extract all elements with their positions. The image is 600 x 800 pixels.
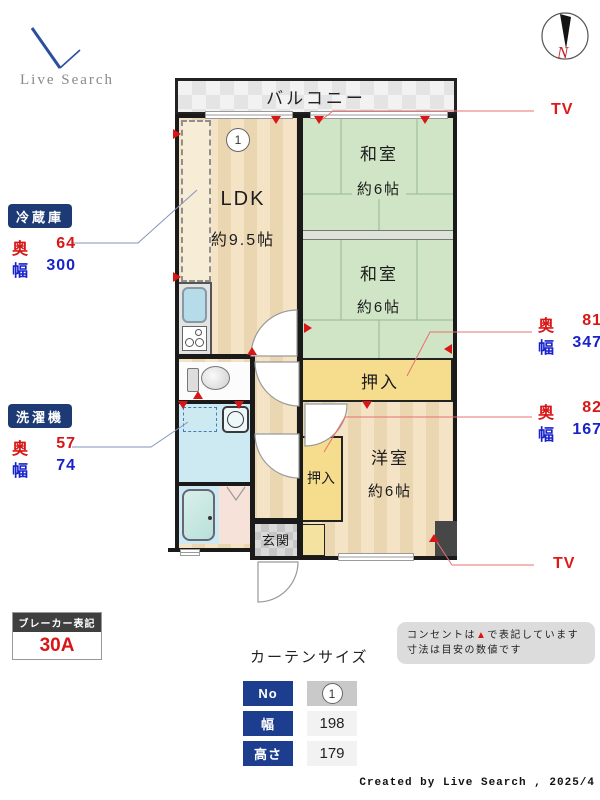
washer-space	[183, 407, 217, 432]
wall-ldk-bottom	[175, 354, 255, 359]
curtain-marker-1: 1	[226, 128, 250, 152]
outlet-icon	[304, 323, 312, 333]
room-size-western: 約6帖	[367, 483, 413, 500]
balcony: バルコニー	[175, 78, 457, 115]
outlet-legend-icon: ▲	[476, 630, 488, 641]
stove-icon	[182, 326, 207, 351]
window-western-room	[338, 553, 414, 561]
compass-north-icon: N	[541, 12, 589, 62]
outlet-icon	[420, 116, 430, 124]
bathroom	[179, 486, 219, 544]
outlet-icon	[247, 347, 257, 355]
note-line-2: 寸法は目安の数値です	[407, 645, 522, 656]
logo-check-icon	[30, 27, 81, 69]
outlet-icon	[429, 534, 439, 542]
outlet-icon	[271, 116, 281, 124]
fridge-badge: 冷蔵庫	[8, 204, 72, 228]
room-size-japanese-1: 約6帖	[339, 178, 419, 199]
wall-entrance-top	[250, 518, 301, 524]
breaker-title: ブレーカー表記	[13, 613, 101, 632]
wall-corridor-left	[250, 354, 255, 524]
outlet-icon	[444, 344, 452, 354]
wall-washroom-bath	[177, 482, 251, 486]
wall-entrance-left	[250, 518, 255, 560]
note-box: コンセントは▲で表記しています 寸法は目安の数値です	[397, 622, 595, 664]
tv-label-top: TV	[551, 101, 574, 118]
curtain-row-width-value: 198	[307, 711, 357, 736]
washing-machine-icon	[222, 406, 249, 433]
curtain-title: カーテンサイズ	[250, 649, 369, 666]
shoe-box	[299, 524, 325, 556]
balcony-label: バルコニー	[266, 89, 366, 108]
compass: N	[537, 8, 593, 64]
logo: Live Search	[14, 6, 124, 96]
curtain-row-no-label: No	[243, 681, 293, 706]
wall-center-vertical	[297, 114, 303, 560]
label-closet-top: 押入	[361, 373, 399, 392]
room-size-ldk: 約9.5帖	[210, 232, 276, 249]
label-closet-side: 押入	[307, 470, 335, 486]
room-label-japanese-1: 和室	[339, 140, 419, 165]
window-ldk	[205, 111, 293, 119]
note-line-1: コンセントは▲で表記しています	[407, 630, 580, 641]
breaker-box: ブレーカー表記 30A	[12, 612, 102, 660]
washer-badge: 洗濯機	[8, 404, 72, 428]
breaker-value: 30A	[39, 635, 75, 656]
curtain-row-height-label: 高さ	[243, 741, 293, 766]
credit-text: Created by Live Search , 2025/4	[359, 777, 595, 789]
kitchen-sink-icon	[182, 287, 207, 323]
washroom	[179, 402, 250, 482]
room-size-japanese-2: 約6帖	[339, 296, 419, 317]
logo-text: Live Search	[20, 72, 115, 88]
curtain-row-height-value: 179	[307, 741, 357, 766]
hallway	[219, 486, 250, 544]
sliding-door-track	[303, 230, 453, 240]
outlet-icon	[173, 129, 181, 139]
outlet-icon	[362, 401, 372, 409]
curtain-row-no-value: 1	[307, 681, 357, 706]
entrance-floor	[253, 524, 297, 556]
door-entrance	[257, 561, 299, 603]
wall-toilet-washroom	[177, 400, 251, 404]
room-label-ldk: LDK	[220, 188, 266, 210]
outlet-icon	[193, 391, 203, 399]
outlet-icon	[234, 401, 244, 409]
outlet-icon	[178, 401, 188, 409]
window-bath	[180, 549, 200, 556]
compass-label: N	[556, 43, 570, 62]
room-label-japanese-2: 和室	[339, 260, 419, 285]
toilet-room	[179, 362, 250, 400]
outlet-icon	[173, 272, 181, 282]
kitchen-counter	[179, 282, 212, 356]
bathtub-icon	[182, 489, 215, 541]
room-label-western: 洋室	[371, 449, 409, 468]
curtain-row-width-label: 幅	[243, 711, 293, 736]
label-entrance: 玄関	[261, 533, 290, 548]
tv-label-bottom: TV	[553, 555, 576, 572]
outlet-icon	[314, 116, 324, 124]
japanese-room-1	[303, 118, 453, 230]
toilet-icon	[187, 368, 199, 392]
